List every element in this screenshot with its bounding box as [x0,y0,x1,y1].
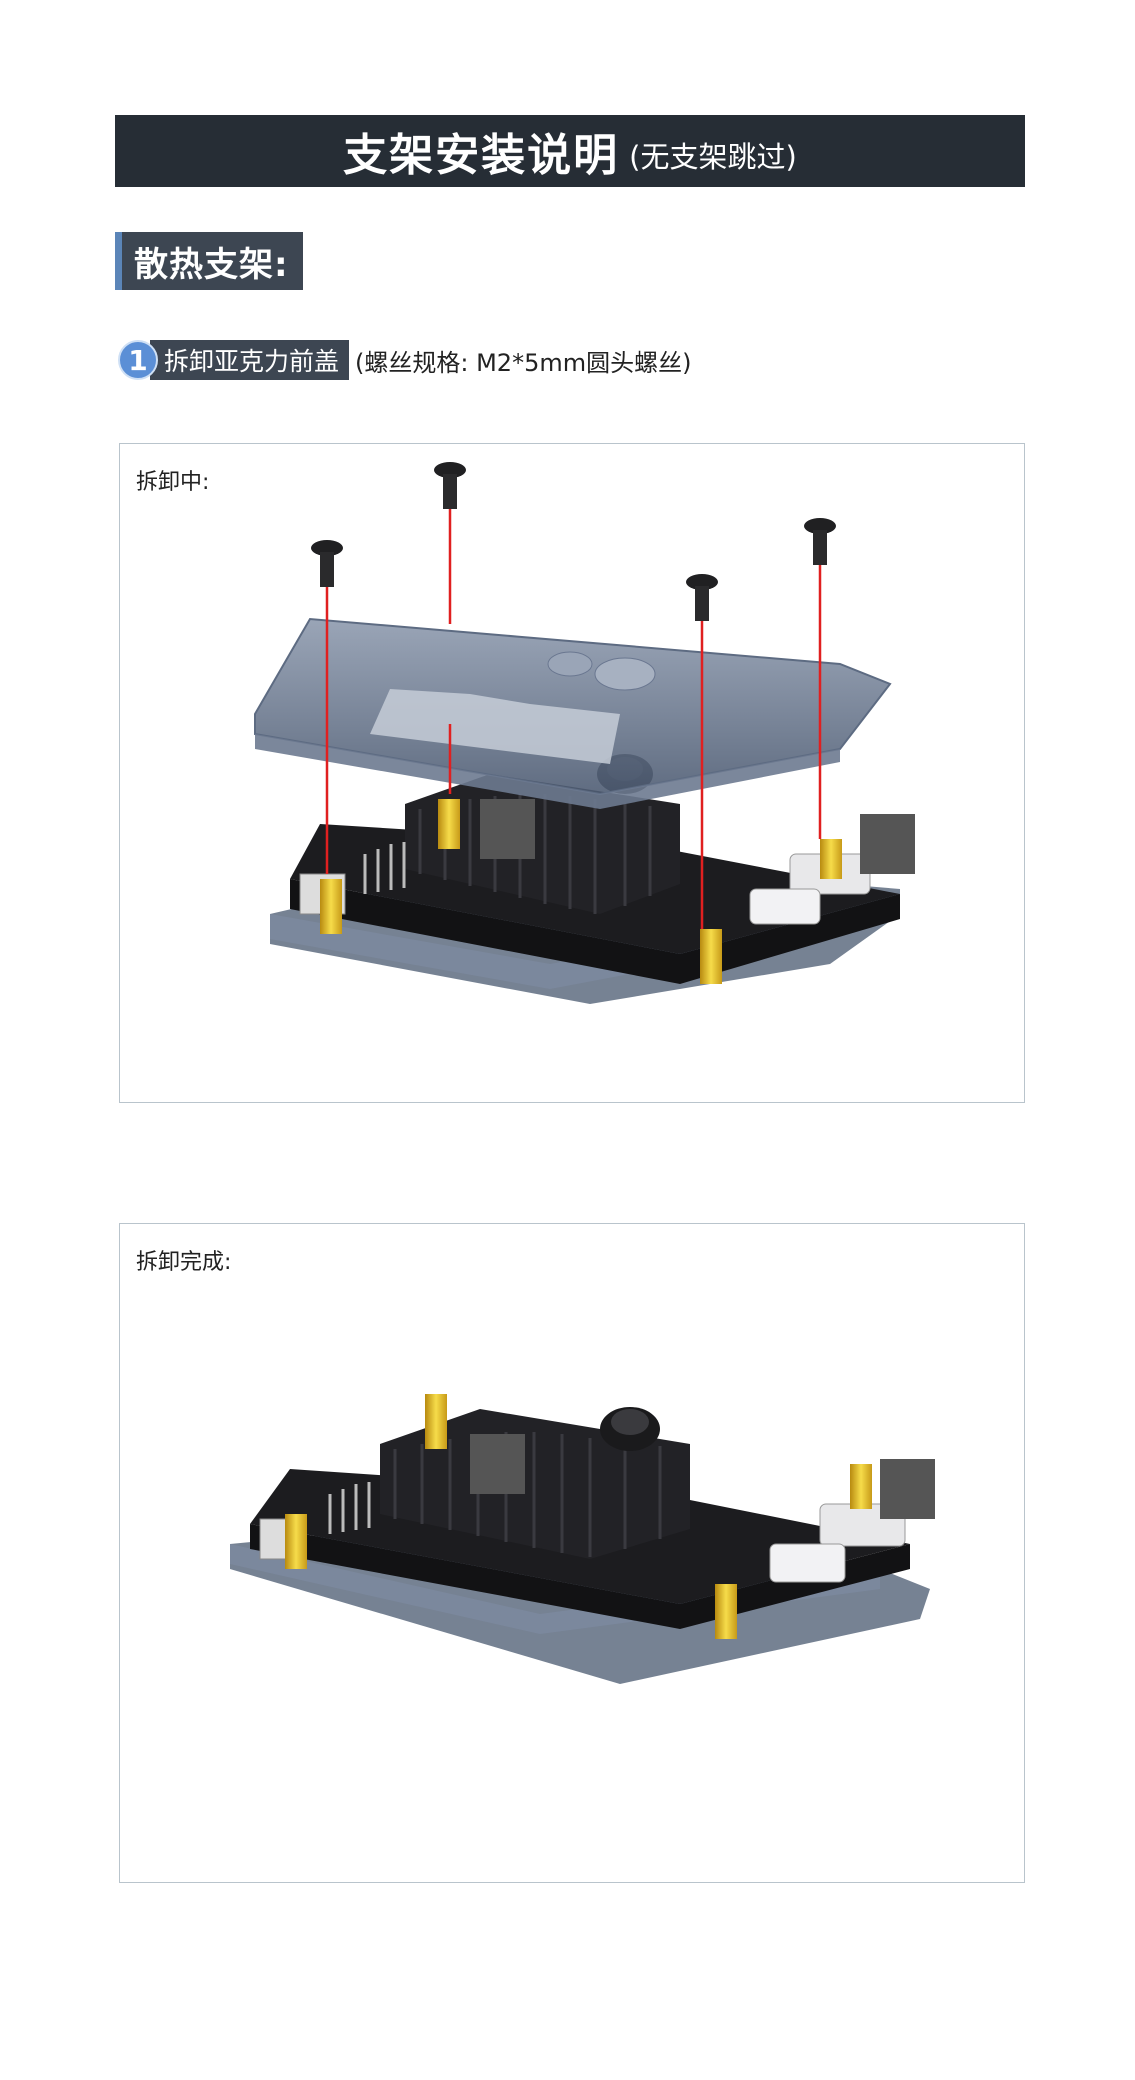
screw-icon [804,518,836,565]
panel-label-disassembling: 拆卸中: [136,470,210,495]
title-bar: 支架安装说明 (无支架跳过) [115,115,1025,187]
section-heading: 散热支架: [115,232,303,290]
section-accent-bar [115,232,122,290]
step-1: 1 拆卸亚克力前盖 (螺丝规格: M2*5mm圆头螺丝) [118,340,691,380]
acrylic-front-cover [254,617,892,809]
screw-guide-lines [325,494,822,929]
step-note: (螺丝规格: M2*5mm圆头螺丝) [355,348,692,377]
brass-standoffs [320,799,842,984]
screw-icon [311,540,343,587]
section-title: 散热支架: [122,232,303,290]
page-subtitle: (无支架跳过) [629,140,797,174]
panel-label-complete: 拆卸完成: [136,1250,232,1275]
step-number-badge: 1 [118,340,158,380]
pin-header [328,1482,371,1534]
white-connectors [259,1434,935,1583]
assembled-board-illustration [230,1394,935,1684]
pin-header [363,842,406,894]
m2-screws [311,462,836,621]
brass-standoffs [285,1394,872,1639]
disassembly-illustration [254,462,915,1004]
disassembly-panel: 拆卸中: [119,443,1025,1103]
screw-icon [686,574,718,621]
heatsink [405,774,680,914]
disassembly-complete-panel: 拆卸完成: [119,1223,1025,1883]
step-label: 拆卸亚克力前盖 [150,340,350,380]
camera-lens [600,1407,660,1451]
page-title: 支架安装说明 [343,130,620,181]
screw-icon [434,462,466,509]
